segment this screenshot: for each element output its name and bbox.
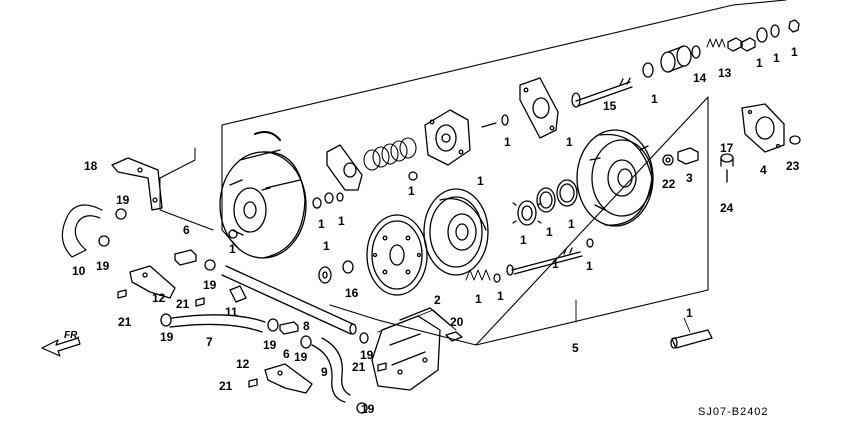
callout-15: 15 bbox=[603, 99, 617, 113]
sensor-bracket-12-upper bbox=[129, 265, 176, 299]
callout-1: 1 bbox=[504, 135, 511, 149]
callout-1: 1 bbox=[651, 92, 658, 106]
callout-1: 1 bbox=[586, 259, 593, 273]
valve-components bbox=[642, 19, 800, 78]
callout-1: 1 bbox=[686, 306, 693, 320]
callout-7: 7 bbox=[206, 335, 213, 349]
callout-6: 6 bbox=[183, 223, 190, 237]
vacuum-hose-8 bbox=[221, 265, 357, 335]
callout-3: 3 bbox=[686, 171, 693, 185]
front-direction-arrow bbox=[41, 337, 81, 357]
callout-1: 1 bbox=[477, 174, 484, 188]
callout-10: 10 bbox=[72, 264, 86, 278]
valve-spring bbox=[706, 38, 726, 48]
callout-1: 1 bbox=[773, 51, 780, 65]
bracket-boundary bbox=[159, 147, 214, 231]
leader-lines bbox=[377, 299, 691, 333]
callout-24: 24 bbox=[720, 201, 734, 215]
callout-labels: 1 1 1 13 14 1 15 1 1 1 17 4 23 22 3 24 1… bbox=[64, 45, 800, 418]
booster-rear-shell bbox=[219, 131, 307, 259]
callout-8: 8 bbox=[303, 319, 310, 333]
callout-11: 11 bbox=[225, 305, 238, 319]
callout-23: 23 bbox=[786, 159, 800, 173]
seals-and-washers bbox=[228, 114, 594, 284]
callout-13: 13 bbox=[718, 66, 732, 80]
diagram-code: SJ07-B2402 bbox=[698, 406, 769, 418]
front-direction-label: FR. bbox=[64, 330, 80, 341]
callout-19: 19 bbox=[160, 330, 174, 344]
callout-1: 1 bbox=[338, 214, 345, 228]
callout-6: 6 bbox=[283, 347, 290, 361]
mount-plate bbox=[519, 77, 559, 139]
vacuum-hose-9 bbox=[311, 337, 351, 403]
vacuum-hose-10 bbox=[61, 204, 103, 258]
callout-19: 19 bbox=[96, 259, 110, 273]
callout-21: 21 bbox=[118, 315, 132, 329]
diaphragm-plate-b bbox=[423, 188, 489, 276]
callout-19: 19 bbox=[361, 402, 375, 416]
callout-1: 1 bbox=[566, 135, 573, 149]
callout-9: 9 bbox=[321, 365, 328, 379]
bearing-plate-left bbox=[326, 144, 363, 191]
assembly-boundary bbox=[221, 0, 787, 346]
callout-1: 1 bbox=[791, 45, 798, 59]
callout-2: 2 bbox=[434, 293, 441, 307]
clamp-11 bbox=[229, 285, 247, 303]
hose-joints bbox=[174, 249, 299, 335]
push-rod bbox=[571, 77, 633, 108]
callout-1: 1 bbox=[552, 257, 559, 271]
callout-1: 1 bbox=[568, 217, 575, 231]
callout-1: 1 bbox=[229, 242, 236, 256]
callout-19: 19 bbox=[203, 278, 217, 292]
grease-tube bbox=[670, 329, 713, 349]
valve-housing bbox=[424, 109, 471, 166]
callout-1: 1 bbox=[408, 184, 415, 198]
vacuum-hose-7 bbox=[169, 314, 266, 333]
callout-14: 14 bbox=[693, 71, 707, 85]
callout-1: 1 bbox=[497, 289, 504, 303]
hose-clips bbox=[98, 208, 369, 414]
check-valve bbox=[662, 135, 801, 183]
callout-18: 18 bbox=[84, 159, 98, 173]
callout-21: 21 bbox=[219, 379, 233, 393]
bolts-21 bbox=[117, 289, 387, 388]
return-spring bbox=[363, 137, 417, 171]
callout-16: 16 bbox=[345, 286, 359, 300]
callout-22: 22 bbox=[662, 177, 676, 191]
piston-rod bbox=[506, 247, 583, 276]
callout-1: 1 bbox=[323, 239, 330, 253]
connector-20 bbox=[445, 331, 463, 342]
callout-17: 17 bbox=[720, 141, 734, 155]
callout-5: 5 bbox=[572, 341, 579, 355]
diaphragm-plate-a bbox=[366, 214, 428, 296]
callout-20: 20 bbox=[450, 315, 464, 329]
sensor-bracket-12-lower bbox=[264, 363, 313, 394]
gasket-plate bbox=[741, 103, 785, 153]
callout-21: 21 bbox=[352, 360, 366, 374]
callout-1: 1 bbox=[756, 56, 763, 70]
callout-12: 12 bbox=[152, 291, 166, 305]
push-rod-spring bbox=[465, 269, 491, 281]
callout-4: 4 bbox=[760, 163, 767, 177]
callout-1: 1 bbox=[318, 217, 325, 231]
callout-1: 1 bbox=[520, 233, 527, 247]
callout-1: 1 bbox=[475, 292, 482, 306]
callout-1: 1 bbox=[546, 225, 553, 239]
callout-19: 19 bbox=[360, 348, 374, 362]
mounting-bracket-2 bbox=[371, 307, 451, 391]
callout-19: 19 bbox=[116, 193, 130, 207]
callout-21: 21 bbox=[176, 297, 190, 311]
booster-front-shell bbox=[576, 129, 654, 227]
callout-19: 19 bbox=[263, 338, 277, 352]
bracket-18 bbox=[111, 157, 163, 211]
callout-19: 19 bbox=[294, 350, 308, 364]
callout-12: 12 bbox=[236, 357, 250, 371]
